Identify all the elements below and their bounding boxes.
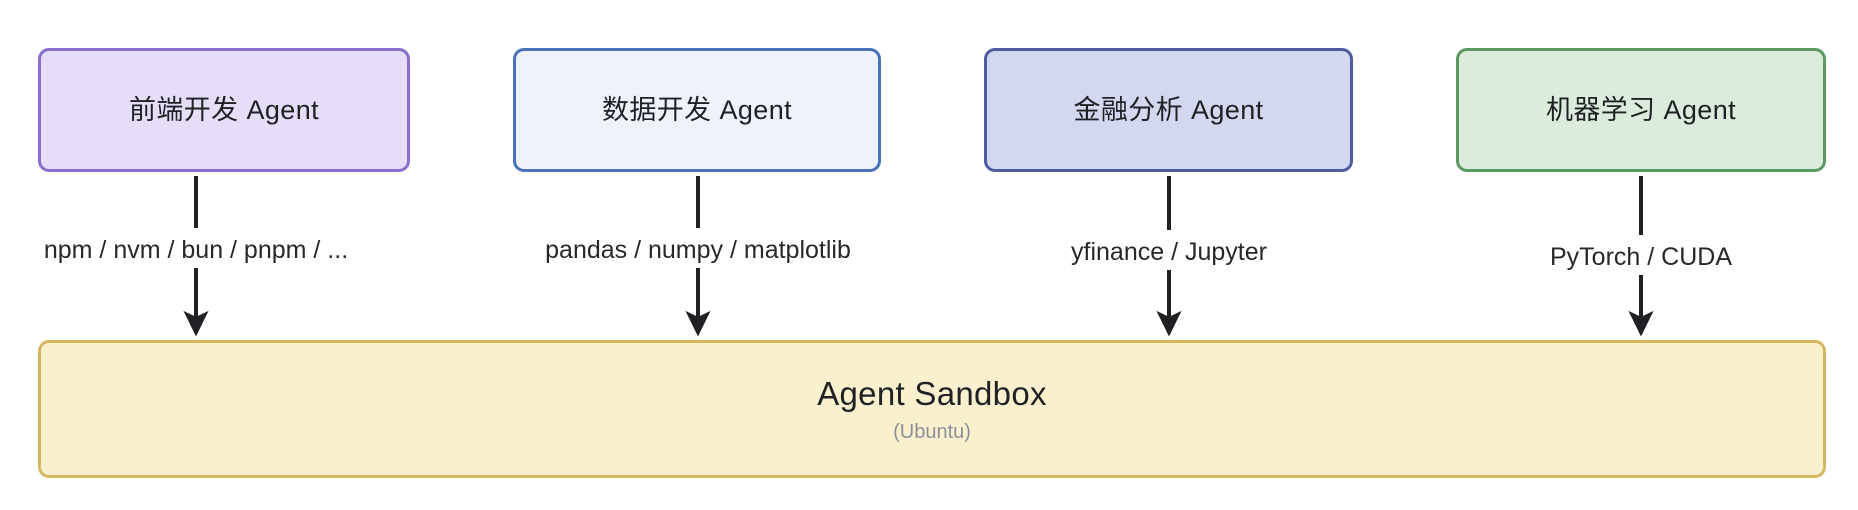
node-data-agent[interactable]: 数据开发 Agent xyxy=(513,48,881,172)
edge-label-finance: yfinance / Jupyter xyxy=(1065,235,1273,271)
node-label: 前端开发 Agent xyxy=(128,94,320,125)
node-label: 金融分析 Agent xyxy=(1073,94,1264,125)
node-label: 数据开发 Agent xyxy=(601,94,793,125)
node-ml-agent[interactable]: 机器学习 Agent xyxy=(1456,48,1826,172)
node-label: 机器学习 Agent xyxy=(1545,94,1737,125)
sandbox-subtitle: (Ubuntu) xyxy=(893,421,971,444)
sandbox-title: Agent Sandbox xyxy=(817,374,1047,412)
edge-label-ml: PyTorch / CUDA xyxy=(1544,240,1738,276)
edge-label-frontend: npm / nvm / bun / pnpm / ... xyxy=(37,233,355,269)
node-finance-agent[interactable]: 金融分析 Agent xyxy=(984,48,1353,172)
node-frontend-agent[interactable]: 前端开发 Agent xyxy=(38,48,410,172)
node-agent-sandbox[interactable]: Agent Sandbox (Ubuntu) xyxy=(38,340,1826,478)
edge-label-data: pandas / numpy / matplotlib xyxy=(539,233,857,269)
